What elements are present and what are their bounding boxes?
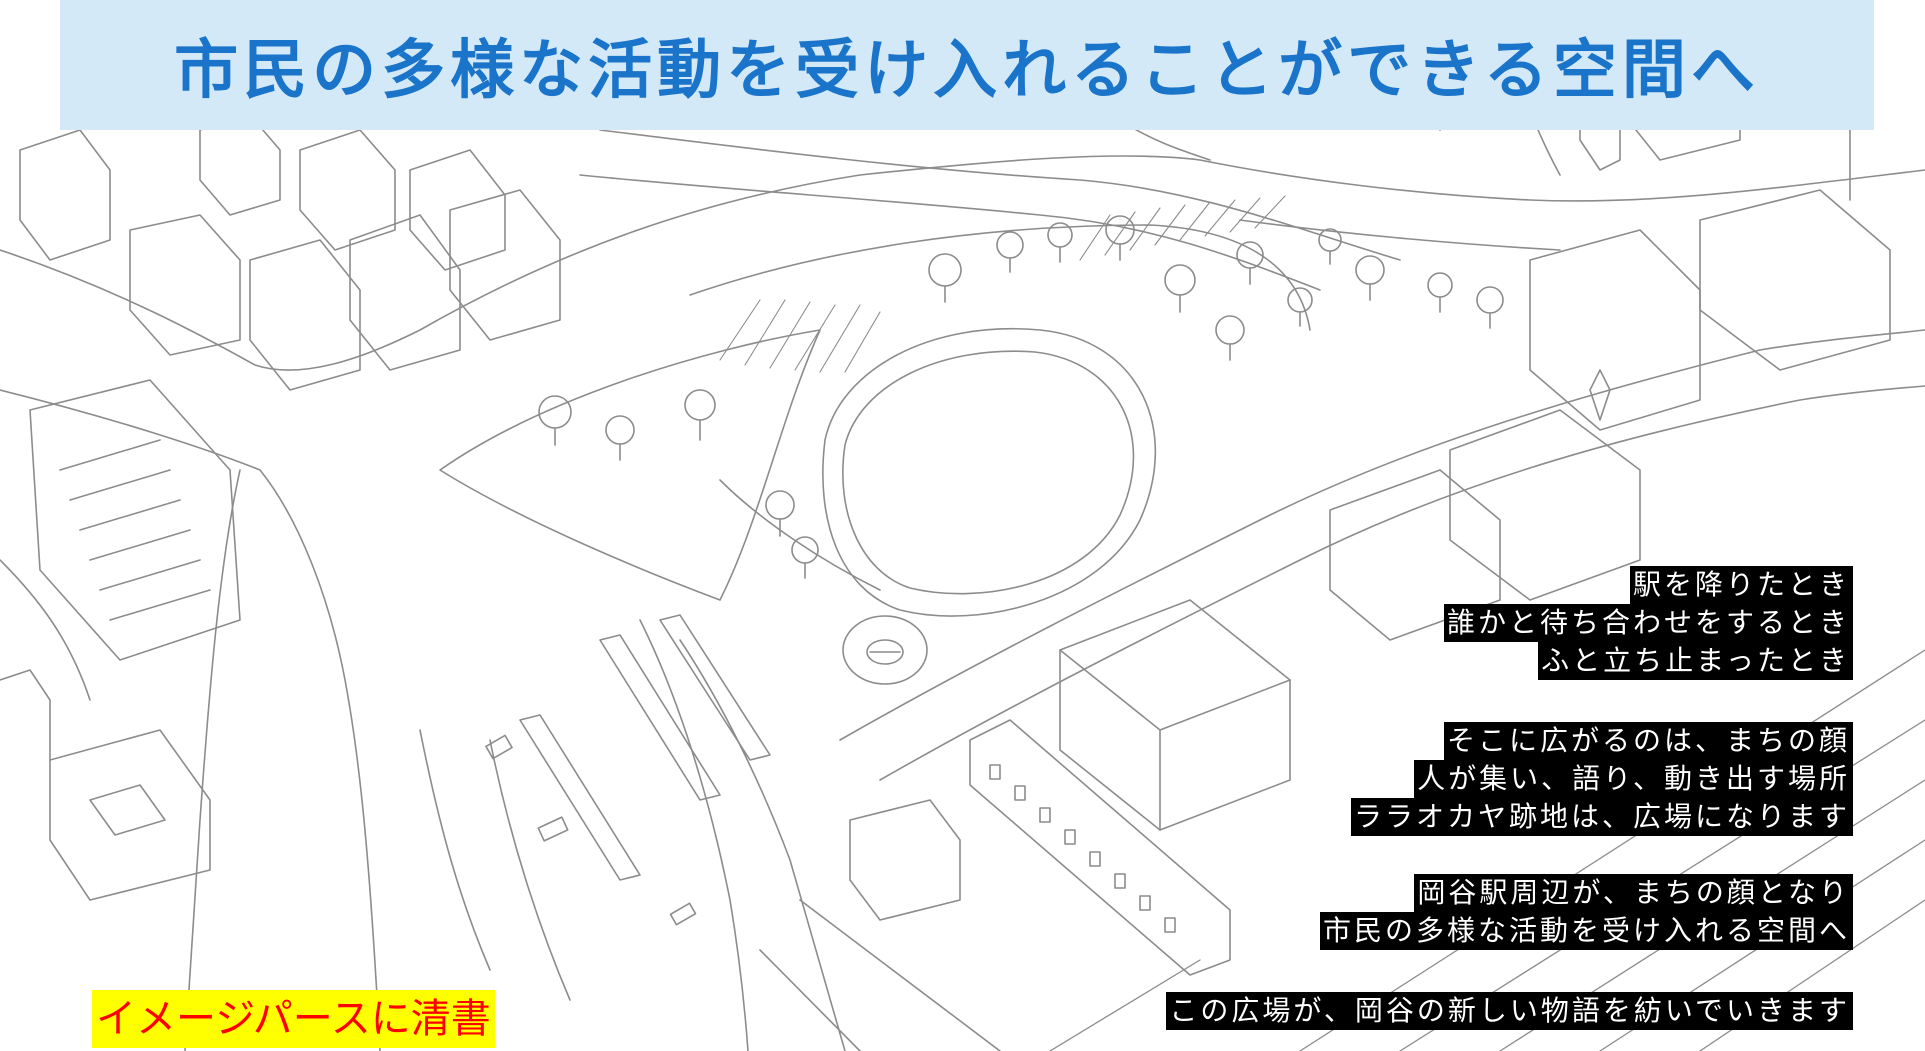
caption-line: そこに広がるのは、まちの顔 — [1443, 722, 1853, 760]
caption-group-station: 岡谷駅周辺が、まちの顔となり 市民の多様な活動を受け入れる空間へ — [1319, 874, 1853, 950]
caption-line: 市民の多様な活動を受け入れる空間へ — [1319, 912, 1853, 950]
caption-line: この広場が、岡谷の新しい物語を紡いでいきます — [1166, 992, 1853, 1030]
plaza-area — [439, 224, 1311, 685]
caption-group-story: この広場が、岡谷の新しい物語を紡いでいきます — [1166, 992, 1853, 1030]
caption-line: 岡谷駅周辺が、まちの顔となり — [1414, 874, 1853, 912]
caption-group-plaza: そこに広がるのは、まちの顔 人が集い、語り、動き出す場所 ララオカヤ跡地は、広場… — [1350, 722, 1853, 836]
page-title: 市民の多様な活動を受け入れることができる空間へ — [174, 34, 1760, 108]
station-building — [759, 719, 1231, 1051]
caption-line: ララオカヤ跡地は、広場になります — [1350, 798, 1853, 836]
caption-line: 人が集い、語り、動き出す場所 — [1414, 760, 1853, 798]
parking-area — [419, 614, 771, 1001]
revision-note-tag: イメージパースに清書 — [92, 990, 495, 1048]
caption-line: ふと立ち止まったとき — [1538, 642, 1853, 680]
park-hatching — [719, 195, 1286, 373]
caption-line: 駅を降りたとき — [1629, 566, 1853, 604]
railway-lines — [1049, 649, 1925, 1051]
caption-line: 誰かと待ち合わせをするとき — [1443, 604, 1853, 642]
right-buildings — [1059, 24, 1891, 831]
tree-sketches — [538, 215, 1504, 579]
caption-group-arrival: 駅を降りたとき 誰かと待ち合わせをするとき ふと立ち止まったとき — [1443, 566, 1853, 680]
left-buildings — [0, 114, 561, 901]
title-banner: 市民の多様な活動を受け入れることができる空間へ — [60, 0, 1874, 130]
